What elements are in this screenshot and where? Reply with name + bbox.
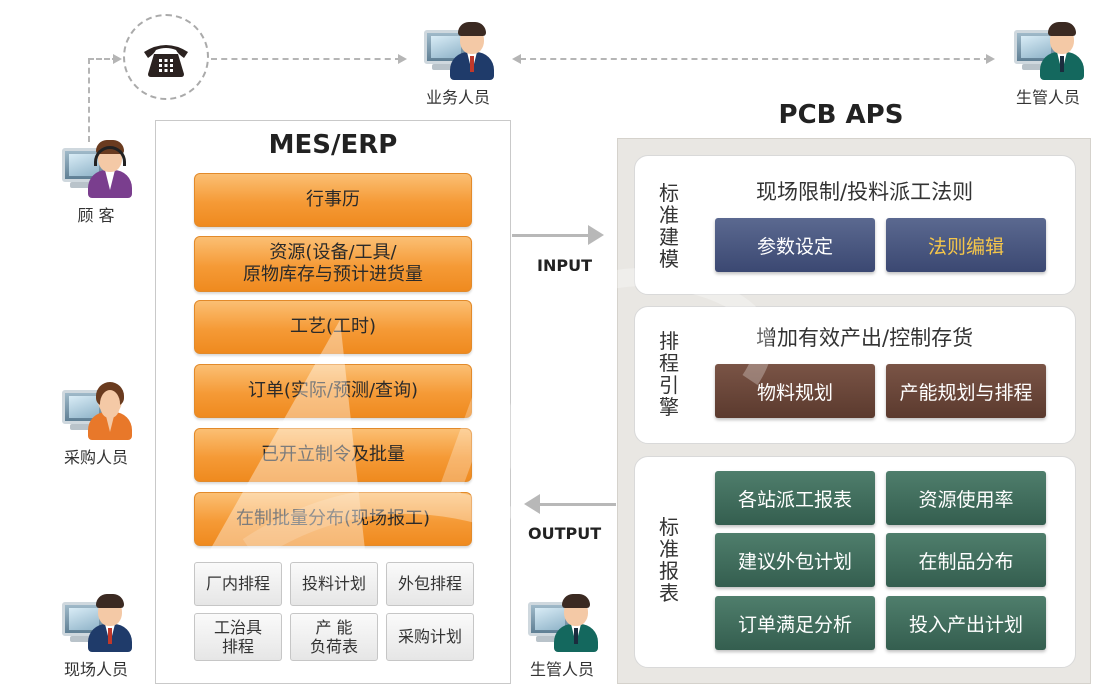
- phone-circle: [123, 14, 209, 100]
- purchasing-person-label: 采购人员: [63, 448, 128, 467]
- field-person-icon: [56, 590, 136, 654]
- purchasing-person-icon: [56, 378, 136, 442]
- wip-distribution-button[interactable]: 在制品分布: [886, 533, 1046, 587]
- input-arrow-head: [588, 225, 604, 245]
- field-person-label: 现场人员: [63, 660, 128, 679]
- section-label-reports: 标 准 报 表: [659, 515, 679, 605]
- production-mgmt-bottom: 生管人员: [522, 590, 602, 680]
- section-label-engine: 排 程 引 擎: [659, 329, 679, 419]
- mes-module-orders[interactable]: 订单(实际/预测/查询): [194, 364, 472, 418]
- sub-module-purchase-plan[interactable]: 采购计划: [386, 613, 474, 661]
- input-label: INPUT: [537, 256, 592, 275]
- sub-module-capacity-load[interactable]: 产 能 负荷表: [290, 613, 378, 661]
- sub-module-outsource-schedule[interactable]: 外包排程: [386, 562, 474, 606]
- mes-module-wip-distribution[interactable]: 在制批量分布(现场报工): [194, 492, 472, 546]
- sales-prodmgmt-connector: [520, 58, 990, 60]
- arrow-to-sales-left: [512, 54, 521, 64]
- telephone-icon: [144, 45, 188, 77]
- outsource-plan-button[interactable]: 建议外包计划: [715, 533, 875, 587]
- arrow-to-phone: [113, 54, 122, 64]
- purchasing-person: 采购人员: [56, 378, 136, 468]
- param-settings-button[interactable]: 参数设定: [715, 218, 875, 272]
- mes-module-resources[interactable]: 资源(设备/工具/ 原物库存与预计进货量: [194, 236, 472, 292]
- customer-phone-connector-v: [88, 58, 90, 142]
- customer-phone-connector-h: [88, 58, 118, 60]
- output-arrow-line: [538, 503, 616, 506]
- sales-person: 业务人员: [418, 18, 498, 108]
- sub-module-tooling-schedule[interactable]: 工治具 排程: [194, 613, 282, 661]
- mes-module-calendar[interactable]: 行事历: [194, 173, 472, 227]
- capacity-scheduling-button[interactable]: 产能规划与排程: [886, 364, 1046, 418]
- arrow-to-prodmgmt: [986, 54, 995, 64]
- material-planning-button[interactable]: 物料规划: [715, 364, 875, 418]
- production-mgmt-top: 生管人员: [1008, 18, 1088, 108]
- customer-icon: [56, 136, 136, 200]
- production-mgmt-top-label: 生管人员: [1015, 88, 1080, 107]
- sub-module-material-plan[interactable]: 投料计划: [290, 562, 378, 606]
- aps-title: PCB APS: [778, 100, 904, 130]
- mes-module-process[interactable]: 工艺(工时): [194, 300, 472, 354]
- production-mgmt-bottom-icon: [522, 590, 602, 654]
- mes-erp-title: MES/ERP: [268, 130, 398, 160]
- section-title-modeling: 现场限制/投料派工法则: [756, 180, 974, 204]
- sub-module-factory-schedule[interactable]: 厂内排程: [194, 562, 282, 606]
- mes-module-work-orders[interactable]: 已开立制令及批量: [194, 428, 472, 482]
- field-person: 现场人员: [56, 590, 136, 680]
- resource-utilization-button[interactable]: 资源使用率: [886, 471, 1046, 525]
- order-fulfillment-button[interactable]: 订单满足分析: [715, 596, 875, 650]
- section-label-modeling: 标 准 建 模: [659, 181, 679, 271]
- output-arrow-head: [524, 494, 540, 514]
- io-plan-button[interactable]: 投入产出计划: [886, 596, 1046, 650]
- input-arrow-line: [512, 234, 592, 237]
- sales-person-icon: [418, 18, 498, 82]
- production-mgmt-top-icon: [1008, 18, 1088, 82]
- output-label: OUTPUT: [528, 524, 602, 543]
- dispatch-report-button[interactable]: 各站派工报表: [715, 471, 875, 525]
- rule-edit-button[interactable]: 法则编辑: [886, 218, 1046, 272]
- phone-sales-connector: [211, 58, 401, 60]
- customer-label: 顾 客: [77, 206, 115, 225]
- sales-person-label: 业务人员: [425, 88, 490, 107]
- section-title-engine: 增加有效产出/控制存货: [756, 326, 974, 350]
- customer: 顾 客: [56, 136, 136, 226]
- arrow-to-sales: [398, 54, 407, 64]
- production-mgmt-bottom-label: 生管人员: [529, 660, 594, 679]
